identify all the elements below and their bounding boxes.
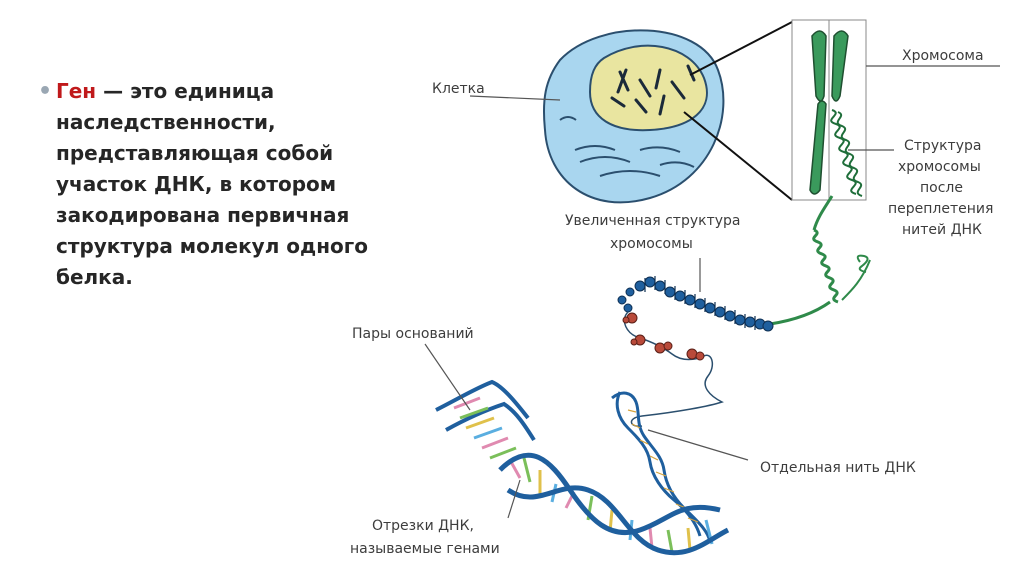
- label-enlarged: Увеличенная структура хромосомы: [565, 213, 740, 252]
- label-cell: Клетка: [432, 81, 485, 97]
- svg-text:Увеличенная структура: Увеличенная структура: [565, 213, 740, 229]
- enlarged-chromosome-coil: [617, 276, 774, 332]
- svg-text:Отрезки ДНК,: Отрезки ДНК,: [372, 518, 474, 534]
- cell-illustration: [542, 29, 725, 204]
- term-gene: Ген: [56, 79, 97, 103]
- label-structure-after: Структура хромосомы после переплетения н…: [888, 138, 993, 238]
- definition-body: — это единица наследственности, представ…: [56, 79, 368, 289]
- green-fiber: [769, 195, 871, 326]
- label-base-pairs: Пары оснований: [352, 326, 474, 342]
- svg-text:хромосомы: хромосомы: [898, 159, 981, 175]
- svg-text:нитей ДНК: нитей ДНК: [902, 222, 982, 238]
- chromosome-box: [791, 19, 867, 201]
- label-single-strand: Отдельная нить ДНК: [760, 460, 916, 476]
- bullet-dot-icon: •: [38, 79, 53, 104]
- svg-text:после: после: [920, 180, 963, 196]
- definition-text: Ген — это единица наследственности, пред…: [56, 76, 398, 293]
- gene-double-helix: [498, 452, 730, 556]
- svg-text:называемые генами: называемые генами: [350, 541, 500, 557]
- base-pair-ladder: [435, 379, 536, 460]
- cell-chromosomes: [610, 64, 696, 116]
- label-gene-segments: Отрезки ДНК, называемые генами: [350, 518, 500, 557]
- nucleus: [588, 44, 708, 132]
- svg-text:переплетения: переплетения: [888, 201, 993, 217]
- nucleosomes: [622, 311, 724, 427]
- svg-text:хромосомы: хромосомы: [610, 236, 693, 252]
- coiled-chromatin: [830, 109, 863, 197]
- definition-bullet: • Ген — это единица наследственности, пр…: [38, 76, 398, 293]
- cell-organelles: [559, 116, 695, 177]
- label-chromosome: Хромосома: [902, 48, 984, 64]
- svg-text:Структура: Структура: [904, 138, 981, 154]
